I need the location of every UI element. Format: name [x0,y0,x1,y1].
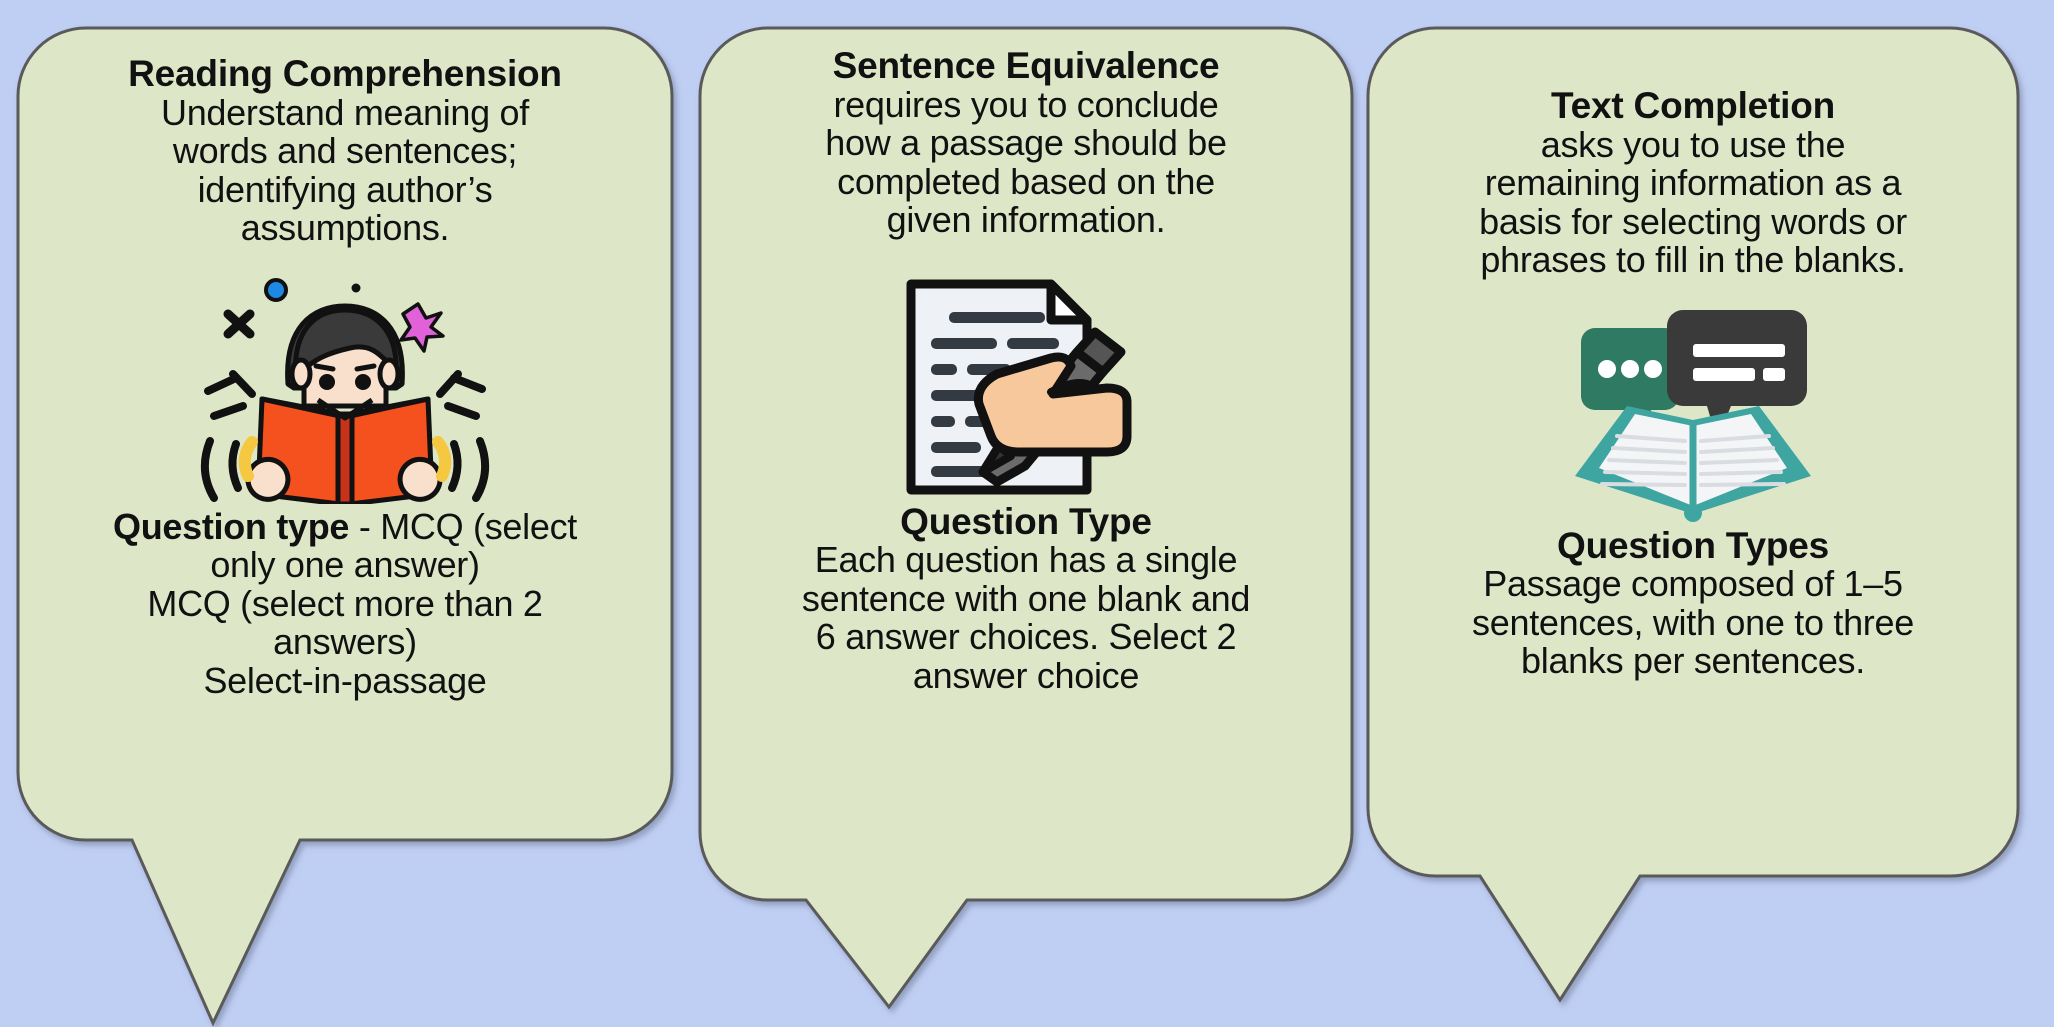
card-3-intro-line-2: remaining information as a [1484,162,1902,204]
card-2-intro-line-1: requires you to conclude [833,83,1219,125]
card-2-footer-heading: Question Type [900,500,1152,542]
sleeve-right [432,435,452,482]
card-2-footer-line-3: 6 answer choices. Select 2 [815,616,1237,658]
card-1-footer-line-4: Select-in-passage [203,659,487,701]
sparkle-pink-star [399,301,445,353]
card-1-bubble-shape [16,26,674,1027]
sparkle-blue-dot [264,277,288,302]
book-text-lines-right [1699,433,1786,487]
card-1-footer-line-3: answers) [273,621,417,663]
card-2-footer-line-4: answer choice [912,654,1140,696]
hand-left [245,456,291,502]
card-2-intro-line-3: completed based on the [837,160,1215,202]
card-1-footer: Question type - MCQ (select only one ans… [113,505,577,701]
card-1-intro: Reading Comprehension Understand meaning… [128,54,562,248]
eye-right [355,373,371,390]
card-3-intro-line-1: asks you to use the [1540,123,1846,165]
card-sentence-equivalence: Sentence Equivalence requires you to con… [700,28,1352,900]
hand-shape [973,352,1132,457]
eye-left [319,373,335,390]
card-3-footer-line-1: Passage composed of 1–5 [1483,563,1903,605]
card-3-footer-heading: Question Types [1556,524,1829,566]
open-book-shape [1575,405,1811,522]
collar-shape [316,397,374,421]
hair-fringe [293,307,399,381]
motion-lines-left [200,369,256,502]
card-1-footer-heading: Question type [113,505,350,547]
card-2-bubble-shape [698,26,1354,1010]
ear-right [377,357,401,391]
motion-lines-right [436,369,490,502]
speech-bubble-green [1581,327,1679,434]
card-1-heading: Reading Comprehension [128,53,562,94]
card-2-intro-line-2: how a passage should be [825,122,1227,164]
card-3-heading: Text Completion [1550,85,1836,126]
card-1-footer-heading-line: Question type - MCQ (select [113,505,577,547]
open-book-speech-bubbles-icon [1569,308,1817,522]
sparkle-cross-icon [223,309,255,339]
eyebrow-left [313,363,336,372]
card-2-intro-line-4: given information. [886,199,1166,241]
book-spine [335,411,355,504]
card-1-footer-line-2: MCQ (select more than 2 [147,582,543,624]
book-text-lines-left [1600,433,1687,487]
card-1-intro-line-1: Understand meaning of [161,91,529,133]
card-3-footer-line-2: sentences, with one to three [1472,601,1914,643]
card-3-intro-line-3: basis for selecting words or [1479,200,1907,242]
card-2-heading: Sentence Equivalence [832,45,1220,86]
card-2-footer-line-2: sentence with one blank and [801,577,1251,619]
card-3-intro: Text Completion asks you to use the rema… [1479,86,1907,280]
speech-bubble-dark [1667,309,1807,440]
hand-right [397,456,443,502]
hand-writing-document-icon [901,276,1151,498]
ear-left [289,357,313,391]
card-1-intro-line-2: words and sentences; [172,130,518,172]
document-folded-corner [1046,279,1092,325]
person-reading-book-icon [200,266,490,504]
sparkle-small-dot [351,283,361,293]
card-3-footer: Question Types Passage composed of 1–5 s… [1472,526,1914,681]
card-3-footer-line-3: blanks per sentences. [1521,640,1865,682]
card-1-intro-line-3: identifying author’s [197,168,493,210]
card-1-footer-line-1: only one answer) [210,544,480,586]
card-1-footer-heading-suffix: - MCQ (select [349,505,577,547]
card-1-intro-line-4: assumptions. [240,207,450,249]
card-2-intro: Sentence Equivalence requires you to con… [825,45,1227,241]
card-2-footer: Question Type Each question has a single… [801,500,1251,696]
card-reading-comprehension: Reading Comprehension Understand meaning… [18,28,672,840]
card-text-completion: Text Completion asks you to use the rema… [1368,28,2018,876]
card-3-intro-line-4: phrases to fill in the blanks. [1480,239,1906,281]
thumb-shape [1047,378,1091,396]
eyebrow-right [354,363,377,372]
card-2-footer-line-1: Each question has a single [814,539,1238,581]
sleeve-left [238,435,258,482]
